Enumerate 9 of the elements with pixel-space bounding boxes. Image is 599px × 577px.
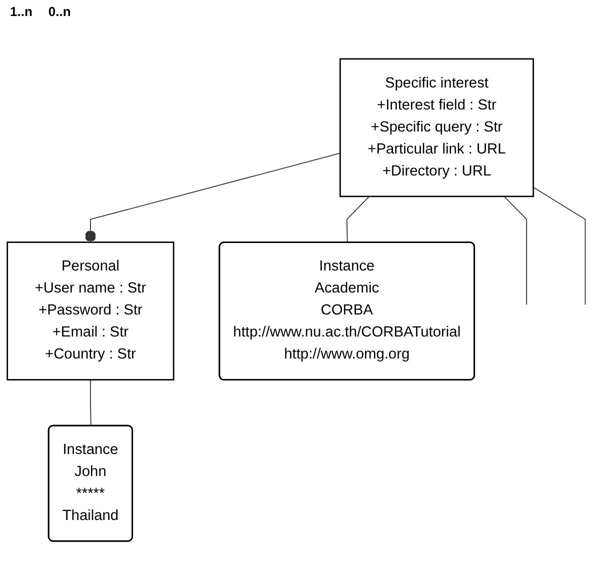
connector — [532, 186, 586, 306]
multiplicity-label: 1..n — [10, 4, 32, 19]
node-box: Specific interest +Interest field : Str +Specific query : Str +Particular link : URL +Directory : URL — [339, 58, 534, 198]
node-box: Personal +User name : Str +Password : Str +Email : Str +Country : Str — [6, 242, 174, 380]
multiplicity-label: 0..n — [48, 4, 71, 19]
connector — [504, 196, 528, 306]
connector — [84, 152, 341, 243]
connector — [90, 379, 92, 426]
connector — [346, 196, 370, 244]
